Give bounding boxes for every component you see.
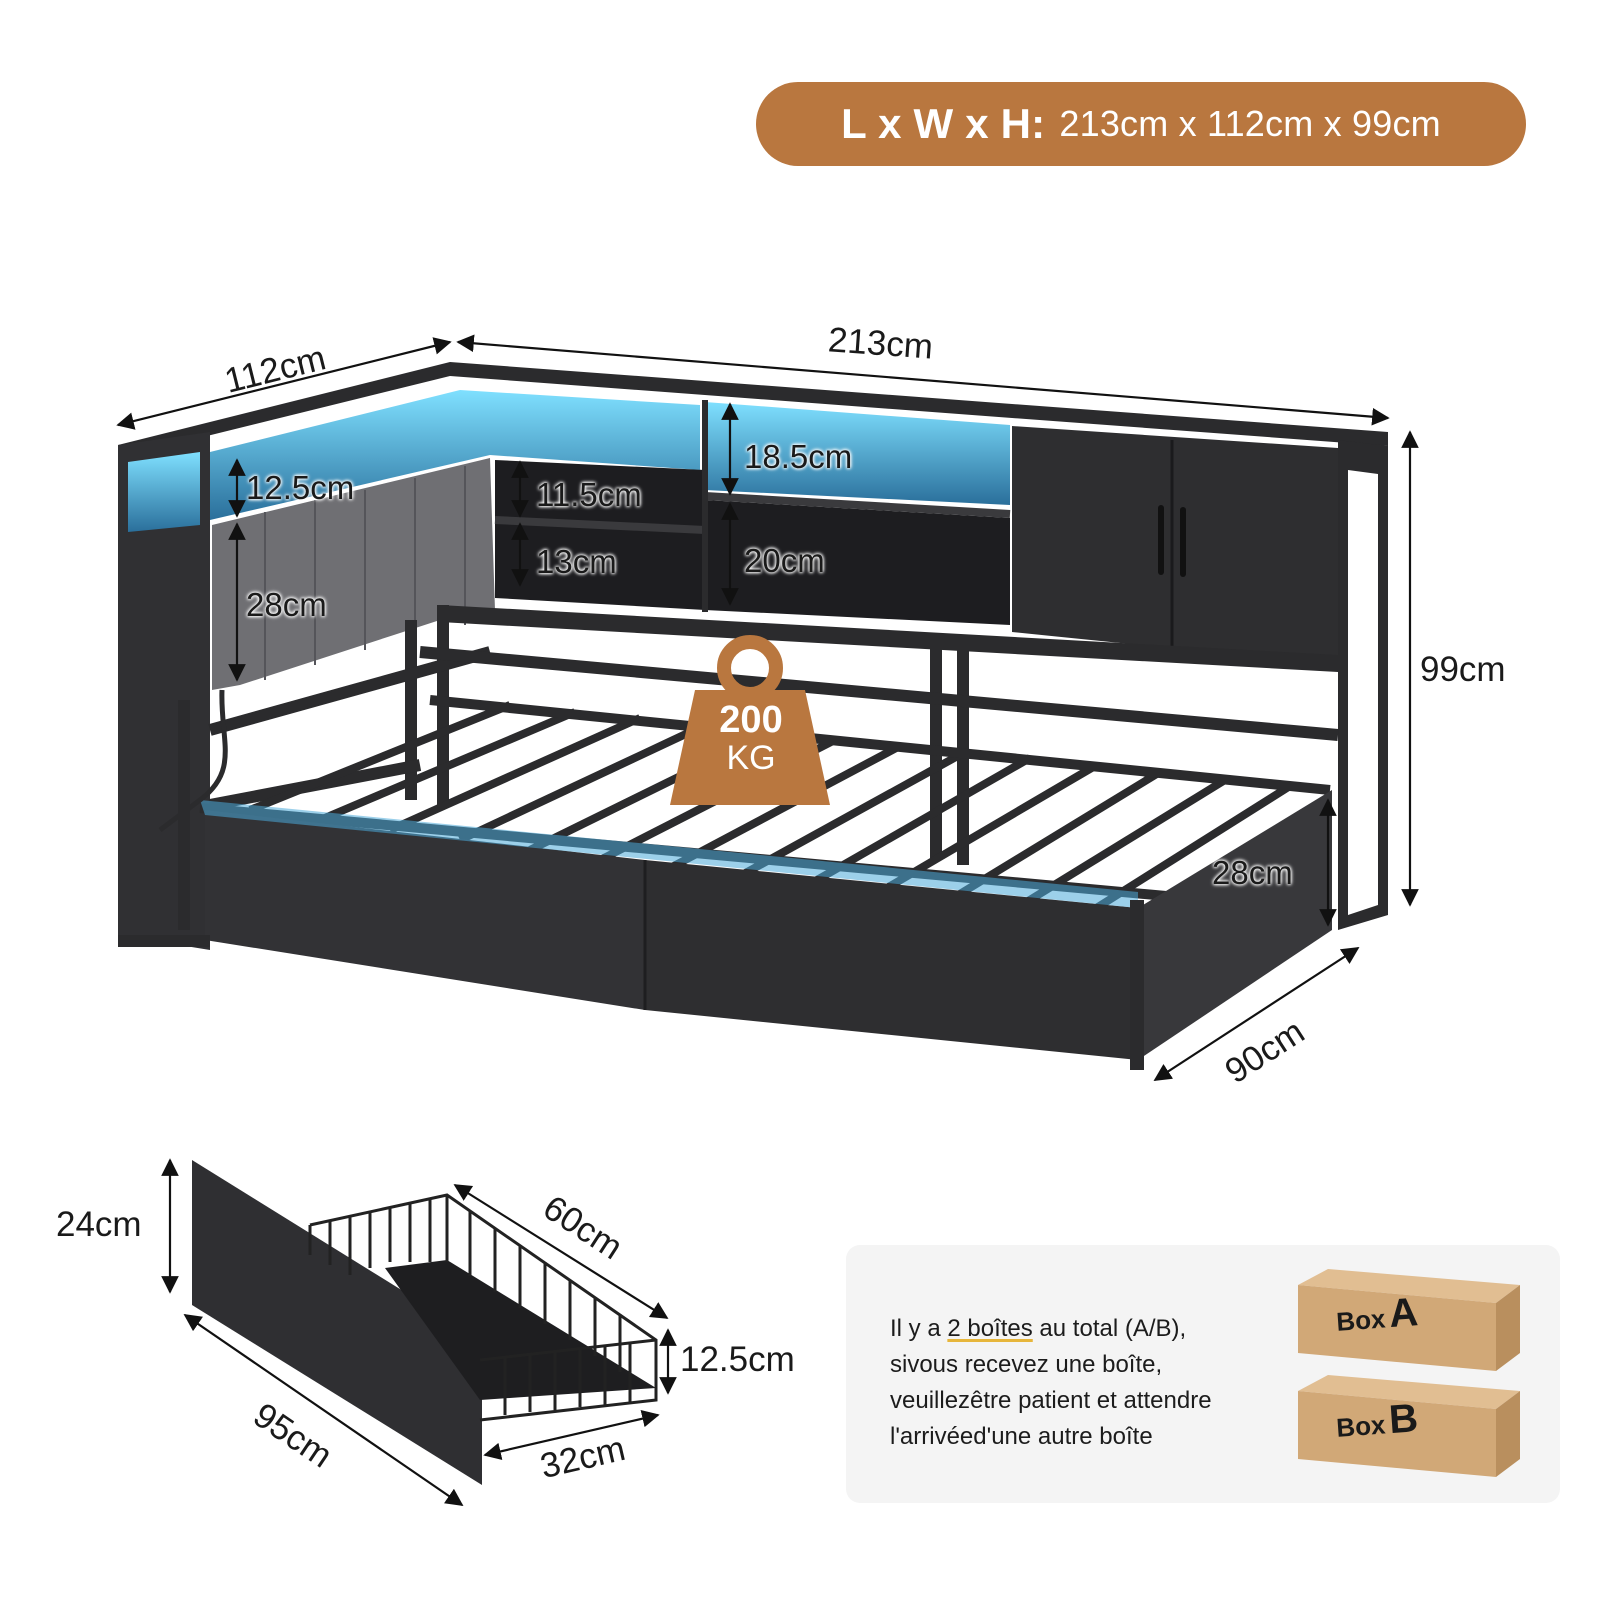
dim-drawer-basket-height: 12.5cm [680,1340,795,1379]
box-count-highlight: 2 boîtes [947,1315,1033,1342]
corner-led-shelf [128,452,200,532]
dimensions-value: 213cm x 112cm x 99cm [1059,103,1441,144]
drawer-left-front [205,810,645,1010]
dim-drawer-front-height: 28cm [1212,854,1293,891]
dimensions-pill: L x W x H: 213cm x 112cm x 99cm [756,82,1526,166]
middle-shelves [495,460,705,610]
weight-unit: KG [726,739,776,777]
drawer-dimension-lines [161,1158,677,1506]
cabinet-handle-left [1158,505,1164,575]
package-info-text: Il y a 2 boîtes au total (A/B), sivous r… [890,1315,1212,1450]
dim-shelf-left-top: 12.5cm [246,469,355,506]
right-led-shelf [705,402,1010,505]
weight-value: 200 [719,699,783,741]
dim-shelf-right-top: 18.5cm [744,438,853,475]
bed-frame [118,362,1388,1070]
dim-drawer-height: 24cm [56,1205,142,1244]
cabinet [1012,426,1338,665]
headboard-tufting [264,466,466,680]
bed-side-panel [1138,790,1332,1060]
dim-length: 213cm [826,320,935,367]
dim-shelf-mid-bottom: 13cm [536,543,617,580]
dim-shelf-right-bottom: 20cm [744,542,825,579]
dimensions-label: L x W x H: [841,100,1046,147]
padded-headboard [212,458,495,690]
weight-capacity: 200 KG [676,700,826,776]
dimension-lines [116,334,1419,1081]
cabinet-handle-right [1180,507,1186,577]
dim-headboard: 28cm [246,586,327,623]
dim-shelf-mid-top: 11.5cm [536,476,642,513]
drawer-right-front [645,860,1138,1060]
box-a-icon [1298,1269,1520,1371]
drawer-basket-floor [385,1260,656,1400]
box-a-label: BoxA [1335,1290,1420,1337]
box-b-label: BoxB [1335,1396,1420,1443]
box-b-icon [1298,1375,1520,1477]
dim-height: 99cm [1420,650,1506,689]
weight-badge [670,635,830,805]
package-info-card: Il y a 2 boîtes au total (A/B), sivous r… [846,1245,1560,1503]
right-lower-shelf [705,500,1010,625]
